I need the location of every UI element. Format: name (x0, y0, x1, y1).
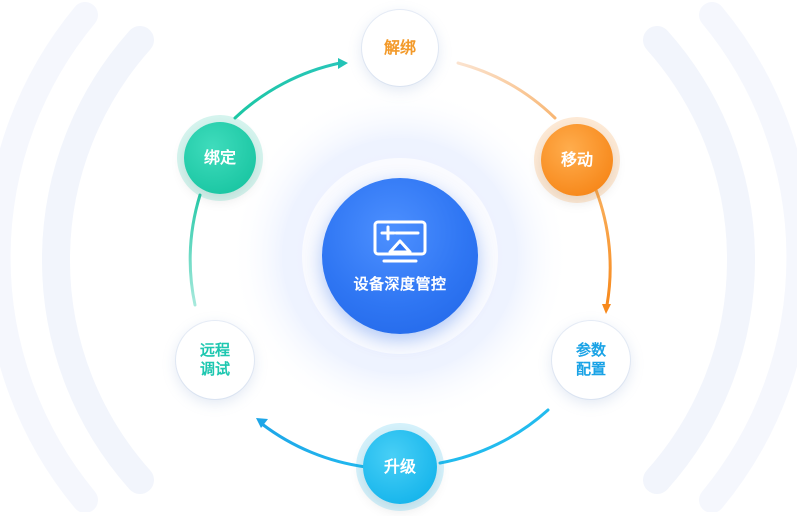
node-params-config[interactable]: 参数 配置 (552, 321, 630, 399)
outer-ring-right-2 (699, 2, 797, 513)
node-move[interactable]: 移动 (541, 124, 613, 196)
node-remote-debug[interactable]: 远程 调试 (176, 321, 254, 399)
outer-ring-left-2 (0, 2, 98, 513)
node-remote-label-line2: 调试 (199, 360, 230, 378)
outer-ring-left-1 (41, 26, 154, 494)
node-unbind[interactable]: 解绑 (362, 10, 438, 86)
node-remote-label-line1: 远程 (199, 341, 230, 360)
node-move-label: 移动 (560, 150, 593, 169)
device-control-core[interactable]: 设备深度管控 (322, 178, 478, 334)
node-upgrade[interactable]: 升级 (363, 430, 437, 504)
outer-ring-right-1 (643, 26, 756, 494)
arc-move-to-params (594, 188, 612, 307)
arc-bind-to-unbind (233, 61, 342, 120)
arrow-upgrade-to-remote (256, 418, 268, 428)
node-params-label-line2: 配置 (575, 360, 606, 378)
node-params-label-line1: 参数 (575, 341, 606, 360)
arc-remote-to-bind (188, 193, 202, 307)
node-upgrade-label: 升级 (383, 457, 416, 476)
monitor-arrow-icon (373, 220, 427, 262)
node-bind-label: 绑定 (203, 148, 236, 167)
arc-params-to-upgrade (438, 408, 550, 465)
arrow-move-to-params (602, 304, 611, 314)
core-label: 设备深度管控 (353, 274, 447, 293)
arrow-bind-to-unbind (338, 58, 348, 69)
arc-upgrade-to-remote (260, 422, 368, 469)
arc-unbind-to-move (456, 61, 557, 120)
node-unbind-label: 解绑 (383, 38, 416, 57)
node-bind[interactable]: 绑定 (184, 122, 256, 194)
